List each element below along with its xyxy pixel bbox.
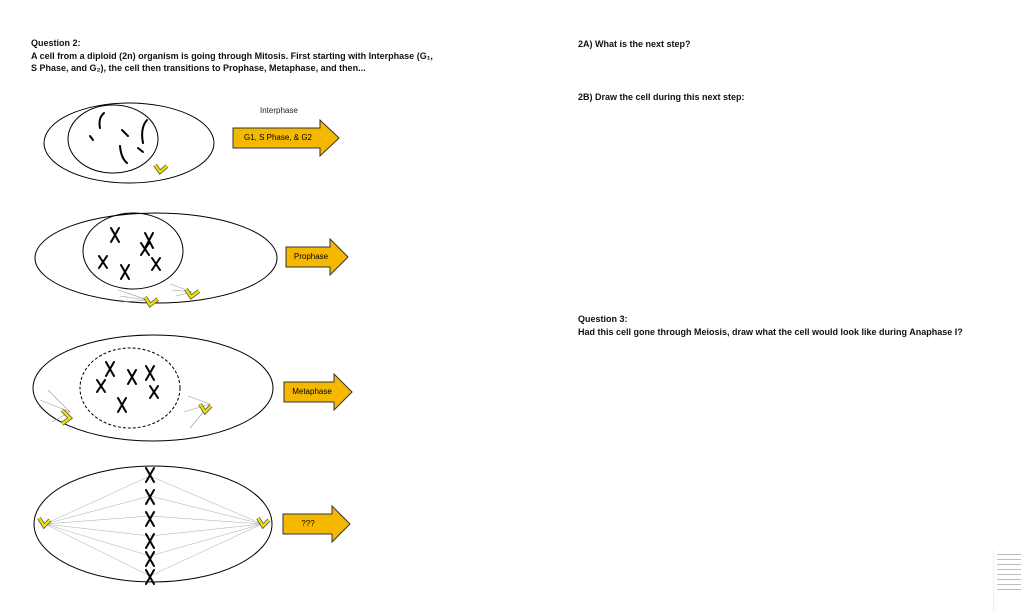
metaphase-arrow-label: Metaphase [292,387,332,396]
interphase-arrow [232,118,340,158]
question-2-line-2: S Phase, and G₂), the cell then transiti… [31,63,366,73]
page-thumbnail [993,550,1024,612]
question-2-title: Question 2: [31,38,81,48]
centriole-icon [37,516,271,530]
centriole-icon [60,402,213,426]
centriole-icon [143,287,201,308]
question-2-line-1: A cell from a diploid (2n) organism is g… [31,51,433,61]
prophase-cell [34,212,278,304]
metaphase-cell [32,334,274,442]
question-2a: 2A) What is the next step? [578,39,691,49]
interphase-arrow-label: G1, S Phase, & G2 [243,133,313,142]
unknown-stage-cell [33,465,273,585]
question-2b: 2B) Draw the cell during this next step: [578,92,745,102]
prophase-arrow [285,237,349,277]
unknown-arrow-label: ??? [301,519,315,528]
interphase-cell [43,102,215,184]
question-2-body: A cell from a diploid (2n) organism is g… [31,50,433,74]
interphase-heading: Interphase [260,106,298,115]
question-3-title: Question 3: [578,314,628,324]
centriole-icon [153,163,169,175]
metaphase-arrow [283,372,353,412]
question-3-body: Had this cell gone through Meiosis, draw… [578,327,963,337]
unknown-arrow [282,504,351,544]
prophase-arrow-label: Prophase [293,252,329,261]
